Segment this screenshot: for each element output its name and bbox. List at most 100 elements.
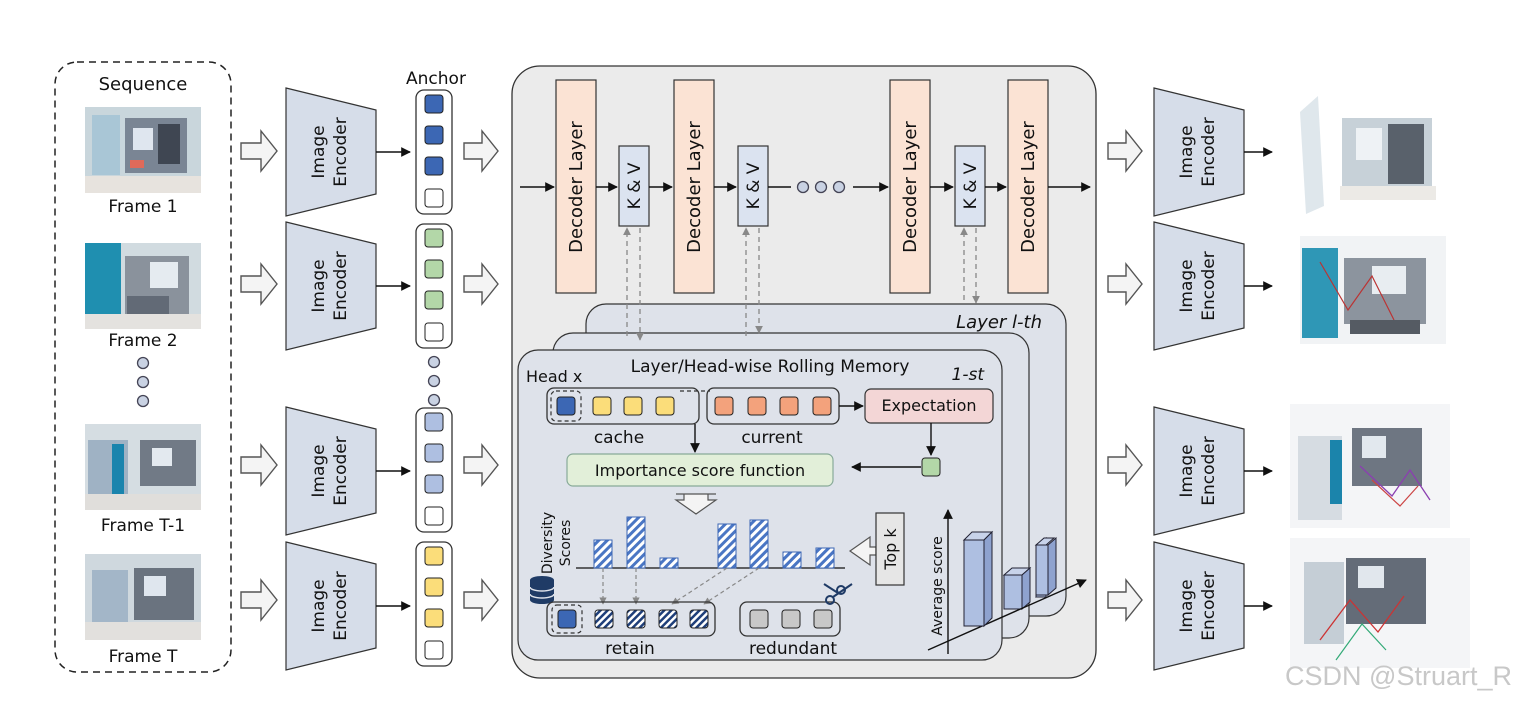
- decoder-layer-3: Decoder Layer: [889, 79, 931, 294]
- current-label: current: [741, 428, 803, 448]
- token-ellipsis: [427, 355, 441, 407]
- frame-label-t: Frame T: [109, 647, 178, 667]
- anchor-label: Anchor: [406, 69, 466, 89]
- first-layer-label: 1-st: [952, 365, 986, 385]
- right-output-arrows: [1244, 147, 1273, 611]
- image-encoder-left-4: Image Encoder: [285, 541, 377, 671]
- cache-group: [546, 387, 700, 425]
- decoder-layer-2: Decoder Layer: [673, 79, 715, 294]
- svg-text:Image: Image: [309, 579, 329, 632]
- token-column-3: [415, 407, 453, 533]
- image-encoder-right-2: Image Encoder: [1153, 221, 1245, 351]
- decoder-ellipsis: [796, 180, 846, 194]
- svg-text:Encoder: Encoder: [331, 436, 351, 506]
- hollow-arrow-3: [240, 443, 278, 487]
- svg-text:Decoder Layer: Decoder Layer: [1018, 121, 1039, 253]
- watermark: CSDN @Struart_R: [1285, 661, 1512, 691]
- svg-text:Image: Image: [1177, 125, 1197, 178]
- expectation-token: [921, 457, 941, 477]
- image-encoder-left-3: Image Encoder: [285, 406, 377, 536]
- diversity-label-line1: Diversity: [540, 512, 556, 574]
- redundant-label: redundant: [749, 639, 837, 659]
- token-to-panel-arrows: [463, 129, 499, 622]
- hollow-arrow-2: [240, 262, 278, 306]
- svg-text:K & V: K & V: [744, 162, 764, 209]
- svg-text:Image: Image: [1177, 444, 1197, 497]
- avg-score-label: Average score: [930, 536, 946, 636]
- image-encoder-right-4: Image Encoder: [1153, 541, 1245, 671]
- layer-lth-label: Layer l-th: [956, 312, 1042, 333]
- sequence-label: Sequence: [99, 74, 188, 95]
- svg-text:Encoder: Encoder: [331, 571, 351, 641]
- encoder-label-a: Image: [309, 125, 329, 178]
- reconstruction-output-1: [1300, 96, 1436, 214]
- token-column-4: [415, 541, 453, 667]
- hollow-arrow-1: [240, 129, 278, 173]
- reconstruction-output-2: [1300, 236, 1446, 344]
- kv-block-3: K & V: [954, 145, 986, 227]
- encoder-to-token-arrows: [376, 147, 411, 611]
- svg-text:Encoder: Encoder: [331, 251, 351, 321]
- token-column-2: [415, 223, 453, 349]
- kv-memory-links: [623, 227, 980, 341]
- frame-thumbnail-1: [85, 107, 201, 193]
- decoder-layer-1: Decoder Layer: [555, 79, 597, 294]
- hollow-arrow-4: [240, 578, 278, 622]
- head-label: Head x: [526, 367, 582, 386]
- back-panel-bars: [1002, 536, 1057, 611]
- frame-to-encoder-arrows: [240, 129, 278, 622]
- svg-text:Decoder Layer: Decoder Layer: [684, 121, 705, 253]
- database-icon: [529, 576, 555, 604]
- kv-block-2: K & V: [737, 145, 769, 227]
- svg-text:Decoder Layer: Decoder Layer: [900, 121, 921, 253]
- sequence-panel: Sequence Frame 1 Frame 2: [54, 61, 232, 673]
- svg-text:Image: Image: [309, 444, 329, 497]
- reconstruction-output-3: [1290, 404, 1450, 528]
- retain-group: [546, 601, 716, 637]
- left-encoders: Image Encoder Image Encoder Image Encode…: [285, 87, 377, 671]
- avg-score-diagonal-axis: [927, 579, 1087, 651]
- redundant-group: [739, 601, 841, 637]
- frame-thumbnail-2: [85, 243, 201, 329]
- svg-text:Encoder: Encoder: [1199, 117, 1219, 187]
- topk-box: Top k: [875, 512, 905, 586]
- image-encoder-left-1: Image Encoder: [285, 87, 377, 217]
- image-encoder-left-2: Image Encoder: [285, 221, 377, 351]
- retain-selection-links: [599, 567, 760, 605]
- svg-text:K & V: K & V: [961, 162, 981, 209]
- reconstruction-output-4: [1290, 538, 1470, 668]
- avg-score-bar: [962, 530, 994, 628]
- svg-text:Top k: Top k: [881, 528, 900, 571]
- decoder-chain: Decoder Layer K & V Decoder Layer K & V …: [520, 79, 1091, 294]
- decoder-layer-4: Decoder Layer: [1007, 79, 1049, 294]
- importance-down-hollow-arrow: [674, 493, 718, 515]
- svg-text:K & V: K & V: [625, 162, 645, 209]
- svg-text:Expectation: Expectation: [881, 396, 976, 415]
- frame-ellipsis: [136, 356, 150, 408]
- importance-score-box: Importance score function: [566, 453, 834, 487]
- svg-text:Encoder: Encoder: [1199, 251, 1219, 321]
- svg-text:Decoder Layer: Decoder Layer: [566, 121, 587, 253]
- frame-label-t-1: Frame T-1: [101, 516, 185, 536]
- diversity-label-line2: Scores: [558, 520, 574, 567]
- svg-text:Encoder: Encoder: [1199, 571, 1219, 641]
- cache-label: cache: [594, 428, 644, 448]
- right-encoders: Image Encoder Image Encoder Image Encode…: [1153, 87, 1245, 671]
- diversity-bars: [593, 516, 835, 569]
- memory-title: Layer/Head-wise Rolling Memory: [631, 357, 910, 377]
- frame-label-1: Frame 1: [108, 197, 177, 217]
- expectation-box: Expectation: [864, 388, 994, 424]
- frame-thumbnail-t-1: [85, 424, 201, 510]
- encoder-label-b: Encoder: [331, 117, 351, 187]
- svg-text:Image: Image: [309, 259, 329, 312]
- right-hollow-arrows: [1107, 129, 1143, 622]
- svg-text:Encoder: Encoder: [1199, 436, 1219, 506]
- frame-label-2: Frame 2: [108, 331, 177, 351]
- image-encoder-right-1: Image Encoder: [1153, 87, 1245, 217]
- svg-text:Image: Image: [1177, 579, 1197, 632]
- kv-block-1: K & V: [618, 145, 650, 227]
- image-encoder-right-3: Image Encoder: [1153, 406, 1245, 536]
- svg-text:Image: Image: [1177, 259, 1197, 312]
- frame-thumbnail-t: [85, 554, 201, 640]
